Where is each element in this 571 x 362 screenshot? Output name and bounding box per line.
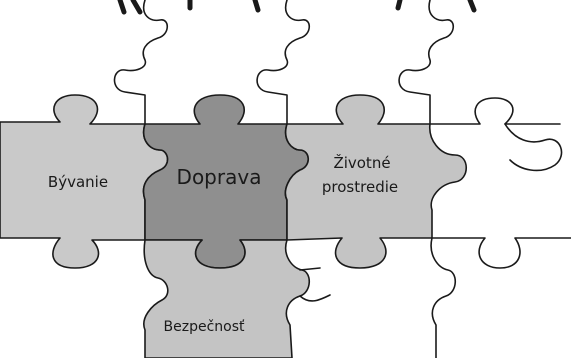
- cropped-header-text: [117, 0, 477, 15]
- label-zivotne-line1: Životné: [333, 153, 390, 172]
- label-zivotne-line2: prostredie: [322, 178, 398, 196]
- label-bezpecnost: Bezpečnosť: [164, 319, 245, 335]
- label-doprava: Doprava: [177, 165, 262, 189]
- empty-puzzle-outlines: [113, 0, 571, 359]
- label-byvanie: Bývanie: [48, 173, 108, 191]
